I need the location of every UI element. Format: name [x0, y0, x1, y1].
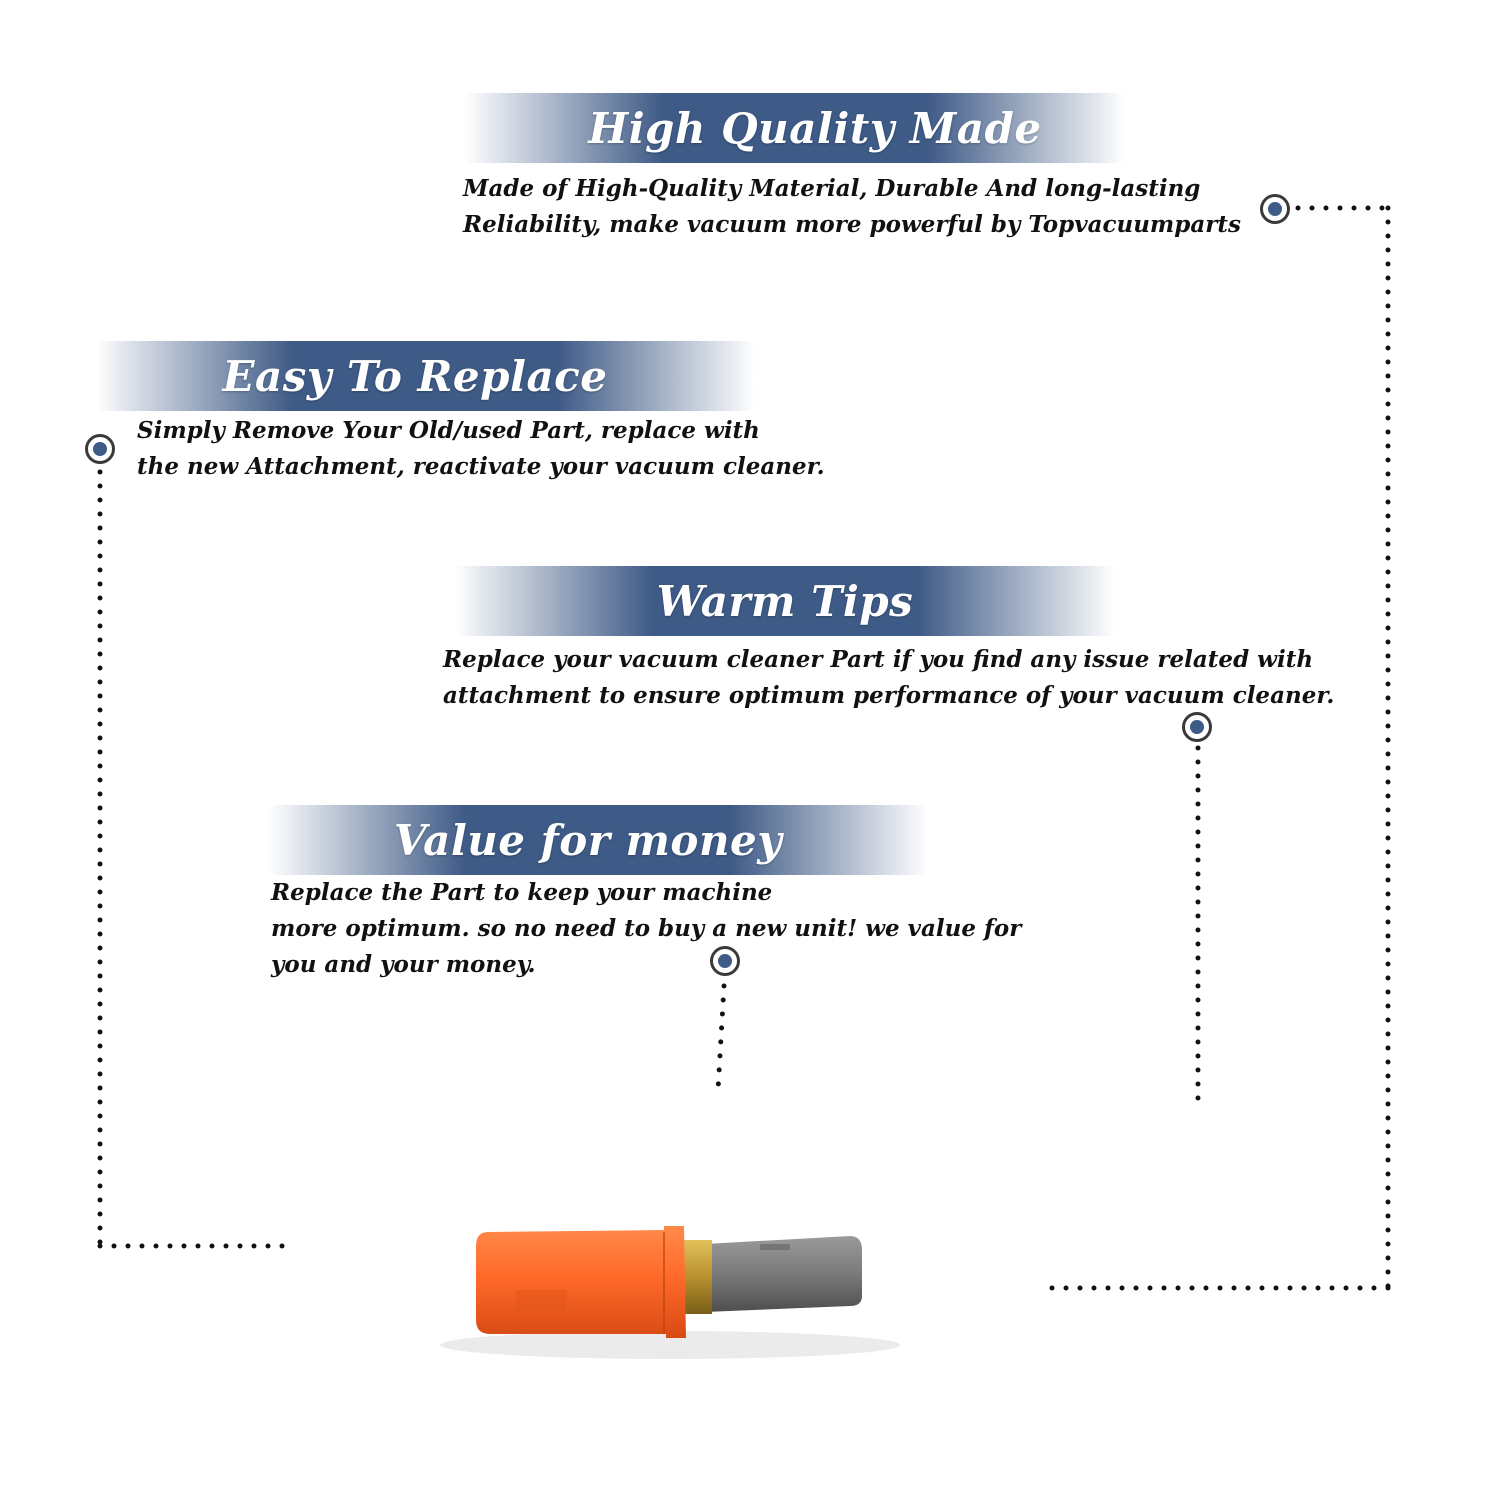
feature-text-line: Made of High-Quality Material, Durable A…: [463, 175, 1201, 202]
banner-warm-tips: Warm Tips: [455, 566, 1115, 636]
feature-text-line: attachment to ensure optimum performance…: [443, 682, 1335, 709]
feature-description-value-money: Replace the Part to keep your machine mo…: [271, 875, 1021, 983]
feature-title: Warm Tips: [656, 576, 914, 626]
feature-description-warm-tips: Replace your vacuum cleaner Part if you …: [443, 642, 1334, 714]
banner-easy-replace: Easy To Replace: [95, 341, 755, 411]
marker-icon: [85, 434, 115, 464]
marker-icon: [710, 946, 740, 976]
feature-text-line: Replace the Part to keep your machine: [271, 879, 773, 906]
connector-easy-replace: [97, 469, 299, 1249]
feature-title: Value for money: [393, 815, 783, 865]
marker-dot: [93, 442, 107, 456]
feature-title: High Quality Made: [588, 103, 1042, 153]
feature-description-high-quality: Made of High-Quality Material, Durable A…: [463, 171, 1241, 243]
marker-dot: [1190, 720, 1204, 734]
connector-high-quality: [1035, 205, 1391, 1291]
feature-description-easy-replace: Simply Remove Your Old/used Part, replac…: [137, 413, 825, 485]
feature-text-line: you and your money.: [271, 951, 536, 978]
feature-title: Easy To Replace: [222, 351, 608, 401]
banner-value-money: Value for money: [268, 805, 928, 875]
feature-text-line: more optimum. so no need to buy a new un…: [271, 915, 1022, 942]
marker-icon: [1182, 712, 1212, 742]
feature-text-line: the new Attachment, reactivate your vacu…: [137, 453, 825, 480]
marker-dot: [1268, 202, 1282, 216]
feature-text-line: Reliability, make vacuum more powerful b…: [463, 211, 1241, 238]
feature-text-line: Simply Remove Your Old/used Part, replac…: [137, 417, 760, 444]
banner-high-quality: High Quality Made: [465, 93, 1125, 163]
marker-icon: [1260, 194, 1290, 224]
feature-text-line: Replace your vacuum cleaner Part if you …: [443, 646, 1314, 673]
marker-dot: [718, 954, 732, 968]
